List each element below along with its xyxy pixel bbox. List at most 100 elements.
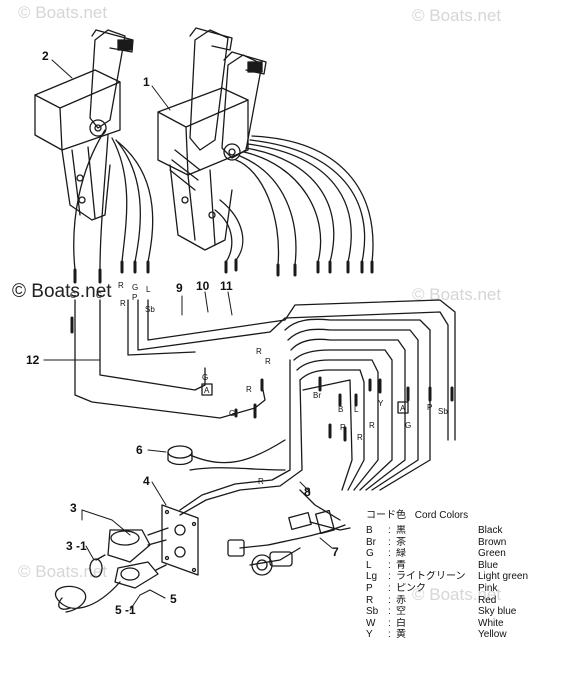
tag-r-mid1: R (256, 347, 262, 356)
stop-switch-lanyard (55, 581, 121, 613)
legend-code: R (366, 594, 374, 606)
callout-12: 12 (26, 353, 40, 367)
legend-code: G (366, 548, 374, 560)
tag-r-low2: R (357, 433, 363, 442)
callout-11: 11 (220, 279, 233, 293)
callout-3: 3 (70, 501, 77, 515)
legend-code: W (366, 617, 376, 629)
legend-jp: ライトグリーン (396, 571, 466, 583)
legend-jp: ピンク (396, 582, 426, 594)
tag-br1: Br (313, 391, 321, 400)
tag-b1: B (338, 405, 343, 414)
legend-en: Green (478, 548, 506, 560)
legend-en: Blue (478, 559, 499, 571)
legend-jp: 空 (396, 606, 406, 618)
tag-r1: R (118, 281, 124, 290)
tag-g-box: G (202, 373, 208, 382)
legend-header: コード色 Cord Colors (366, 506, 566, 521)
tag-y1: Y (378, 399, 384, 408)
legend-code: Y (366, 629, 373, 641)
watermark-bottom-left: © Boats.net (18, 562, 108, 581)
remote-control-box-2 (34, 29, 134, 221)
tag-g3: G (132, 283, 138, 292)
legend-en: Red (478, 594, 497, 606)
legend-jp: 黄 (396, 629, 406, 641)
watermark-top-left: © Boats.net (18, 3, 108, 22)
extension-harness-9-10-11 (127, 299, 456, 441)
tag-r-harn: R (258, 477, 264, 486)
legend-en: Yellow (478, 629, 507, 641)
callout-2: 2 (42, 49, 49, 63)
callout-5-1: 5 -1 (115, 603, 136, 617)
tag-sb1: Sb (145, 305, 155, 314)
watermark-mid-right: © Boats.net (412, 285, 502, 304)
legend-jp: 黒 (396, 525, 406, 536)
tag-g-right: G (405, 421, 411, 430)
legend-jp: 白 (396, 617, 406, 629)
legend-en: Light green (478, 571, 529, 583)
tag-g-mid: G (229, 409, 235, 418)
callout-4: 4 (143, 474, 150, 488)
tag-r-mid2: R (265, 357, 271, 366)
main-switch (107, 527, 169, 563)
tag-box-a2 (397, 401, 409, 414)
tag-r-low1: R (340, 423, 346, 432)
legend-jp: 赤 (396, 594, 406, 606)
legend-code: Br (366, 536, 376, 548)
tag-g2: G (96, 291, 102, 300)
ignition-key (89, 554, 106, 578)
buzzer (167, 445, 193, 466)
buzzer-lead (189, 439, 286, 464)
tag-a1: A (204, 386, 210, 395)
callout-1: 1 (143, 75, 150, 89)
legend-header-en: Cord Colors (414, 510, 469, 521)
tag-r-right1: R (369, 421, 375, 430)
watermark-top-right: © Boats.net (412, 6, 502, 25)
tag-box-a1 (201, 383, 213, 396)
legend-code: Lg (366, 571, 378, 583)
harness-connectors (70, 316, 454, 442)
callout-5: 5 (170, 592, 177, 606)
legend-code: Sb (366, 606, 379, 618)
main-harness-8 (179, 318, 431, 521)
callout-3-1: 3 -1 (66, 539, 87, 553)
tag-sb-right: Sb (438, 407, 448, 416)
legend-code: P (366, 582, 373, 594)
legend-jp: 緑 (396, 548, 406, 560)
tag-r-mid3: R (246, 385, 252, 394)
watermark-mid-left: © Boats.net (12, 281, 112, 302)
engine-stop-switch (114, 561, 167, 589)
tag-l2: L (354, 405, 359, 414)
tag-g1: G (70, 291, 76, 300)
callout-7: 7 (332, 545, 339, 559)
harness-12 (74, 299, 266, 419)
box2-wire-bundle (73, 129, 154, 284)
legend-en: Black (478, 525, 503, 536)
legend-jp: 茶 (396, 536, 406, 548)
legend-en: Pink (478, 582, 498, 594)
tag-r2: R (120, 299, 126, 308)
tag-l1: L (146, 285, 151, 294)
engine-harness-7 (227, 509, 351, 576)
callout-8: 8 (304, 485, 311, 499)
legend-en: Sky blue (478, 606, 517, 618)
legend-header-jp: コード色 (366, 510, 406, 521)
legend-code: B (366, 525, 373, 536)
callout-6: 6 (136, 443, 143, 457)
legend-code: L (366, 559, 372, 571)
tag-a2: A (400, 404, 406, 413)
callout-leaders (43, 59, 333, 611)
remote-control-box-1 (157, 27, 267, 251)
